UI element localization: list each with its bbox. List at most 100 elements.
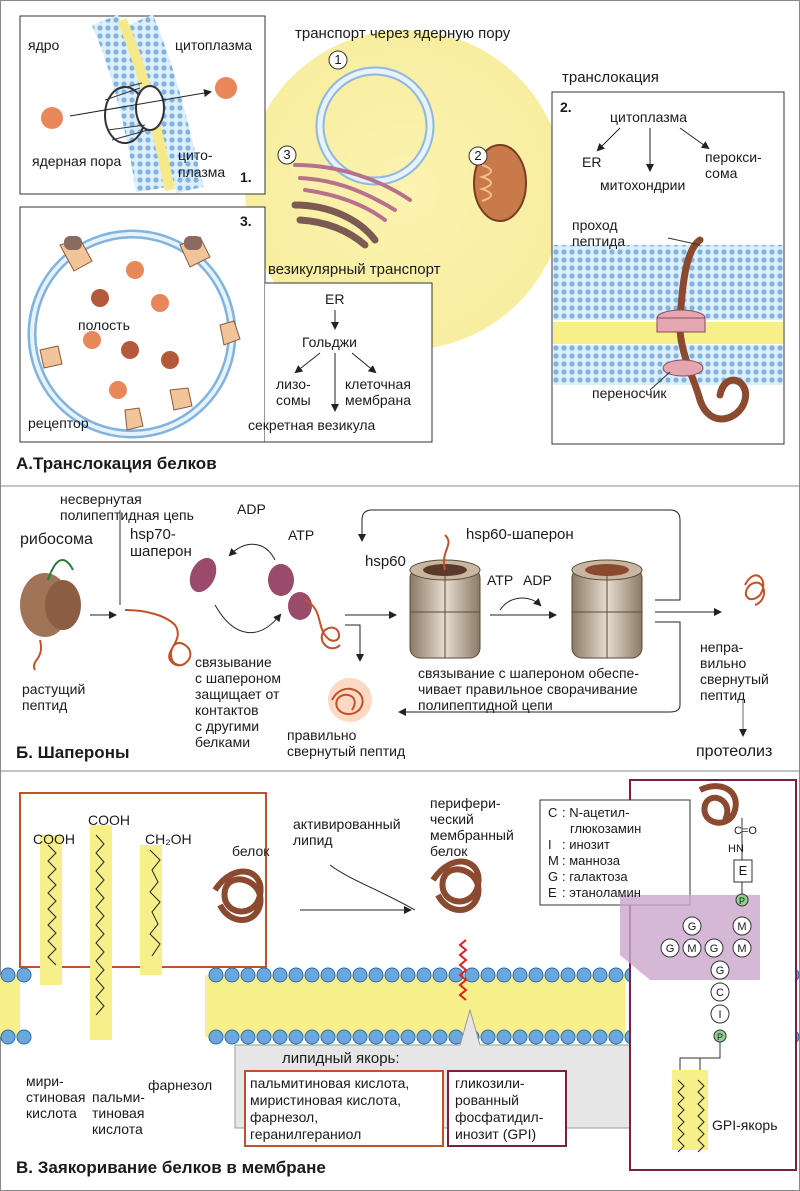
lipid-head <box>320 1029 336 1045</box>
peripheral-3: мембранный <box>430 827 514 843</box>
growing-label-2: пептид <box>22 697 68 713</box>
er-stacks <box>291 163 412 249</box>
legend-val-g: : галактоза <box>562 869 628 884</box>
marker-2-circle <box>468 146 488 166</box>
cytoplasm-label: цитоплазма <box>175 37 253 53</box>
p2-cytoplasm: цитоплазма <box>610 109 688 125</box>
p1-label: P <box>738 896 745 906</box>
hsp60-barrel-2 <box>571 559 643 659</box>
lipid-head <box>416 1029 432 1045</box>
legend-key-i: I <box>548 837 552 852</box>
adp-label-1: ADP <box>237 501 266 517</box>
p2-perox-1: перокси- <box>705 149 762 165</box>
lipid-head <box>528 1029 544 1045</box>
sugar-g2: G <box>665 943 675 955</box>
hsp70-label-2: шаперон <box>130 543 192 560</box>
flow-cellmem-2: мембрана <box>345 392 411 408</box>
protein-anchored <box>430 858 482 913</box>
vesicle-cargo <box>83 261 179 399</box>
mitochondrion <box>473 144 527 222</box>
anchor-title: липидный якорь: <box>282 1050 400 1067</box>
hsp60-label: hsp60 <box>365 553 406 570</box>
flow-lyso-1: лизо- <box>276 376 311 392</box>
activated-2: липид <box>293 832 333 848</box>
lipid-head <box>0 1029 16 1045</box>
section-b-title: Б. Шапероны <box>16 743 130 762</box>
receptor-bound-dark <box>64 236 202 250</box>
gpi-anchor-label: GPI-якорь <box>712 1117 778 1133</box>
lipid-head <box>576 1029 592 1045</box>
lipid-head <box>512 1029 528 1045</box>
sugar-c: C <box>716 987 724 999</box>
palmitic-3: кислота <box>92 1121 143 1137</box>
chap-binding-2: чивает правильное сворачивание <box>418 681 638 697</box>
chap-binding-3: полипептидной цепи <box>418 697 553 713</box>
membrane-outer <box>553 245 783 320</box>
lipid-head <box>480 967 496 983</box>
adp-label-2: ADP <box>523 572 552 588</box>
legend-key-g: G <box>548 869 559 884</box>
myristic-2: стиновая <box>26 1089 86 1105</box>
farnesol-label: фарнезол <box>148 1077 213 1093</box>
binding-4: контактов <box>195 702 259 718</box>
sugar-i: I <box>718 1009 722 1021</box>
anchor-left-1: пальмитиновая кислота, <box>250 1075 410 1091</box>
legend-key-e: E <box>548 885 557 900</box>
lipid-head <box>464 967 480 983</box>
flow-secretory: секретная везикула <box>248 417 376 433</box>
vesicular-transport-title: везикулярный транспорт <box>268 261 441 278</box>
p2-mito: митохондрии <box>600 177 686 193</box>
lipid-head <box>304 1029 320 1045</box>
lipid-head <box>352 967 368 983</box>
myristic-chain <box>47 844 57 966</box>
correct-label-2: свернутый пептид <box>287 743 406 759</box>
nucleus-label: ядро <box>28 37 60 53</box>
p2-label: P <box>716 1032 723 1042</box>
binding-2: с шапероном <box>195 670 281 686</box>
flow-cellmem-1: клеточная <box>345 376 411 392</box>
anchor-right-2: рованный <box>455 1092 519 1108</box>
farnesol-chain <box>149 849 161 957</box>
sugar-m2: M <box>737 921 747 933</box>
misfolded-peptide <box>744 574 765 606</box>
growing-label-1: растущий <box>22 681 86 697</box>
lipid-head <box>224 1029 240 1045</box>
peripheral-4: белок <box>430 843 468 859</box>
anchor-right-3: фосфатидил- <box>455 1109 544 1125</box>
lipid-head <box>336 1029 352 1045</box>
sugar-tree <box>660 916 752 1024</box>
lipid-head <box>16 967 32 983</box>
lipid-head <box>336 967 352 983</box>
lipid-head <box>16 1029 32 1045</box>
nuclear-pore-complex <box>104 82 165 144</box>
legend-box <box>539 799 691 906</box>
p2-passage-2: пептида <box>572 233 626 249</box>
sugar-g4: G <box>715 965 725 977</box>
marker-1-circle <box>328 50 348 70</box>
co-label: C=O <box>734 825 757 837</box>
lipid-head <box>288 1029 304 1045</box>
wrong-3: свернутый <box>700 671 769 687</box>
palmitic-2: тиновая <box>92 1105 145 1121</box>
unfolded-label-1: несвернутая <box>60 491 142 507</box>
proteolysis-label: протеолиз <box>696 743 773 760</box>
lipid-head <box>512 967 528 983</box>
cavity-label: полость <box>78 317 130 333</box>
legend-val-i: : инозит <box>562 837 610 852</box>
marker-3: 3 <box>283 147 291 162</box>
marker-2: 2 <box>474 148 482 163</box>
lipid-head <box>256 967 272 983</box>
lipid-head <box>608 1029 624 1045</box>
lipid-head <box>0 967 16 983</box>
panel-2-number: 2. <box>560 99 572 115</box>
cargo-right <box>215 77 237 99</box>
folded-peptide-glow <box>328 678 372 722</box>
lipid-head <box>368 967 384 983</box>
hsp70-free <box>189 557 217 593</box>
ch2oh: CH₂OH <box>145 831 192 847</box>
p2-er: ER <box>582 154 602 170</box>
bottom-membrane <box>0 975 625 1037</box>
protein-free <box>212 868 264 923</box>
lipid-head <box>208 967 224 983</box>
